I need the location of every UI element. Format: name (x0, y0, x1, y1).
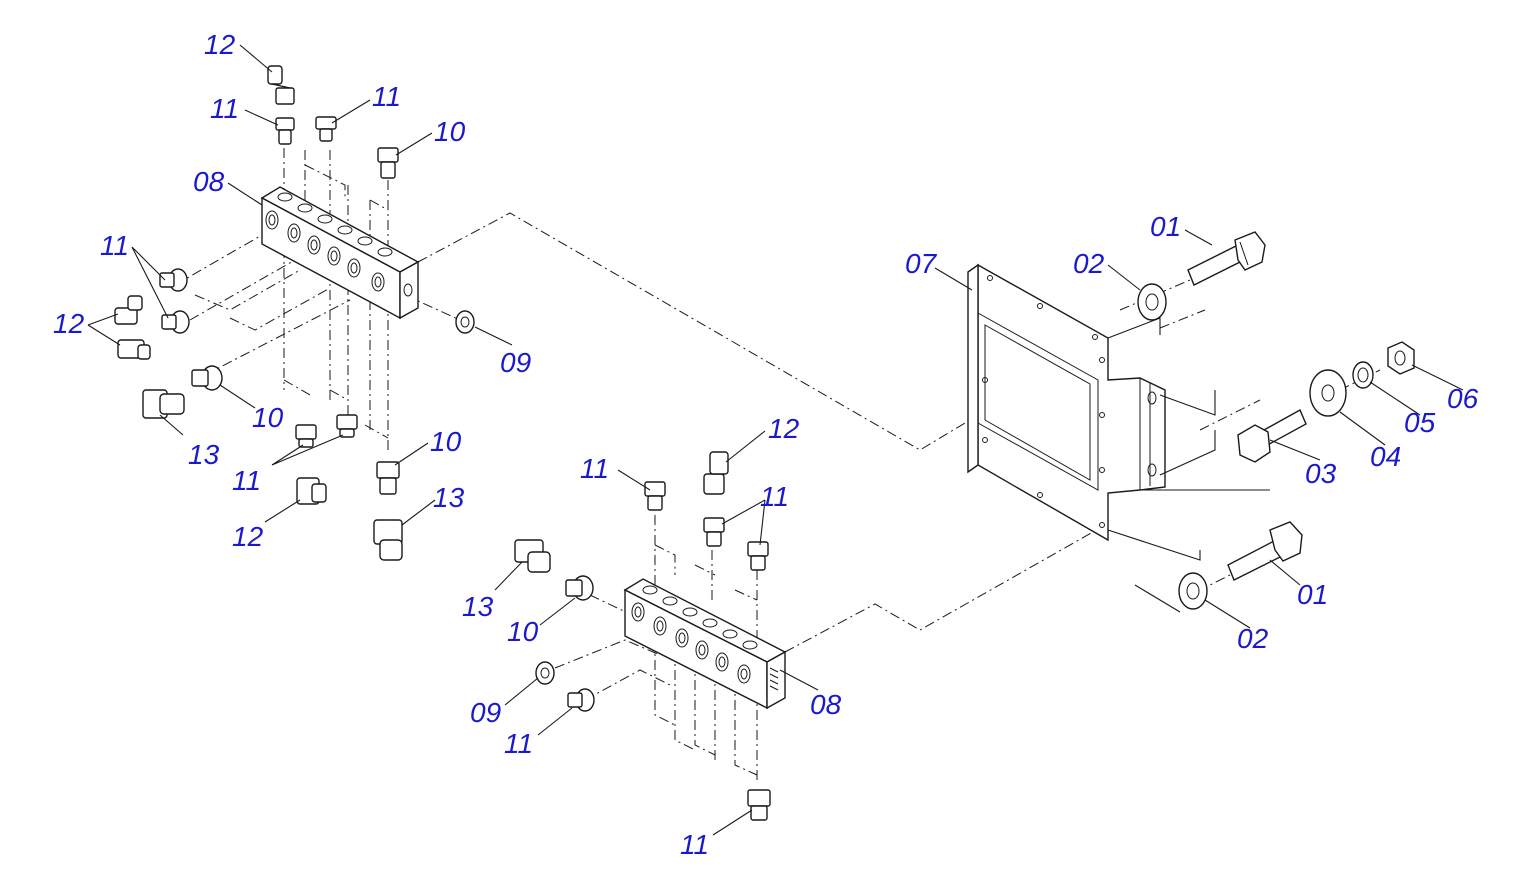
straight-fitting-11-f2 (747, 541, 769, 571)
label-01-a: 01 (1150, 211, 1181, 242)
elbow-fitting-12-top (267, 65, 295, 105)
label-03: 03 (1305, 458, 1337, 489)
flat-washer (1309, 369, 1347, 417)
straight-fitting-11-f1 (703, 517, 725, 547)
straight-fitting-11-e (644, 481, 666, 511)
label-13-b: 13 (433, 482, 465, 513)
straight-fitting-11-d2 (336, 414, 358, 438)
elbow-fitting-12-b1 (114, 295, 143, 325)
side-fitting-10-d (565, 575, 594, 601)
leader-lines (87, 44, 1464, 836)
label-12-c: 12 (232, 521, 264, 552)
side-fitting-10-b (191, 365, 223, 391)
label-04: 04 (1370, 441, 1401, 472)
label-10-a: 10 (434, 116, 466, 147)
lock-washer (1352, 361, 1374, 389)
label-11-a: 11 (210, 93, 239, 124)
label-11-d: 11 (232, 465, 261, 496)
elbow-fitting-12-c (296, 477, 327, 505)
bolt-upper (1187, 231, 1266, 286)
side-fitting-11-c2 (161, 310, 190, 334)
label-08-a: 08 (193, 166, 225, 197)
label-10-c: 10 (430, 426, 462, 457)
elbow-fitting-12-d (703, 451, 729, 495)
label-09-b: 09 (470, 697, 501, 728)
elbow-fitting-13-a (142, 389, 185, 419)
straight-fitting-11-h (747, 789, 771, 821)
plug-09-a (455, 310, 475, 334)
plug-09-b (535, 661, 555, 685)
manifold-block-2 (623, 578, 787, 710)
label-10-d: 10 (507, 616, 539, 647)
label-05: 05 (1404, 407, 1436, 438)
label-09-a: 09 (500, 347, 531, 378)
straight-fitting-11-b (315, 116, 337, 142)
label-12-d: 12 (768, 413, 800, 444)
bolt-middle (1237, 409, 1307, 463)
label-13-c: 13 (462, 591, 494, 622)
label-11-e: 11 (580, 453, 609, 484)
label-02-a: 02 (1073, 248, 1105, 279)
straight-fitting-11-d1 (295, 424, 317, 448)
label-12-b: 12 (53, 308, 85, 339)
label-10-b: 10 (252, 402, 284, 433)
label-08-b: 08 (810, 689, 842, 720)
elbow-fitting-12-b2 (117, 339, 151, 360)
label-13-a: 13 (188, 439, 220, 470)
manifold-block-1 (260, 186, 420, 320)
part-number-labels: 12 11 11 10 08 11 12 09 10 13 11 10 13 1… (53, 29, 1479, 860)
side-fitting-11-c1 (159, 268, 188, 292)
hex-nut (1387, 341, 1415, 375)
straight-fitting-10-a (377, 147, 399, 179)
bolt-lower (1227, 521, 1303, 581)
washer-upper (1137, 283, 1167, 321)
label-11-g: 11 (504, 728, 533, 759)
straight-fitting-10-c (376, 461, 400, 495)
label-11-f: 11 (760, 481, 789, 512)
mounting-bracket (967, 263, 1166, 542)
washer-lower (1178, 572, 1208, 610)
label-12-a: 12 (204, 29, 236, 60)
label-11-h: 11 (680, 829, 709, 860)
label-02-b: 02 (1237, 623, 1269, 654)
elbow-fitting-13-b (373, 519, 403, 561)
label-11-b: 11 (372, 81, 401, 112)
straight-fitting-11-a (275, 117, 295, 145)
label-11-c: 11 (100, 230, 129, 261)
label-06: 06 (1447, 383, 1479, 414)
side-fitting-11-g (567, 688, 595, 712)
label-07: 07 (905, 248, 938, 279)
elbow-fitting-13-c (514, 539, 551, 573)
label-01-b: 01 (1297, 579, 1328, 610)
